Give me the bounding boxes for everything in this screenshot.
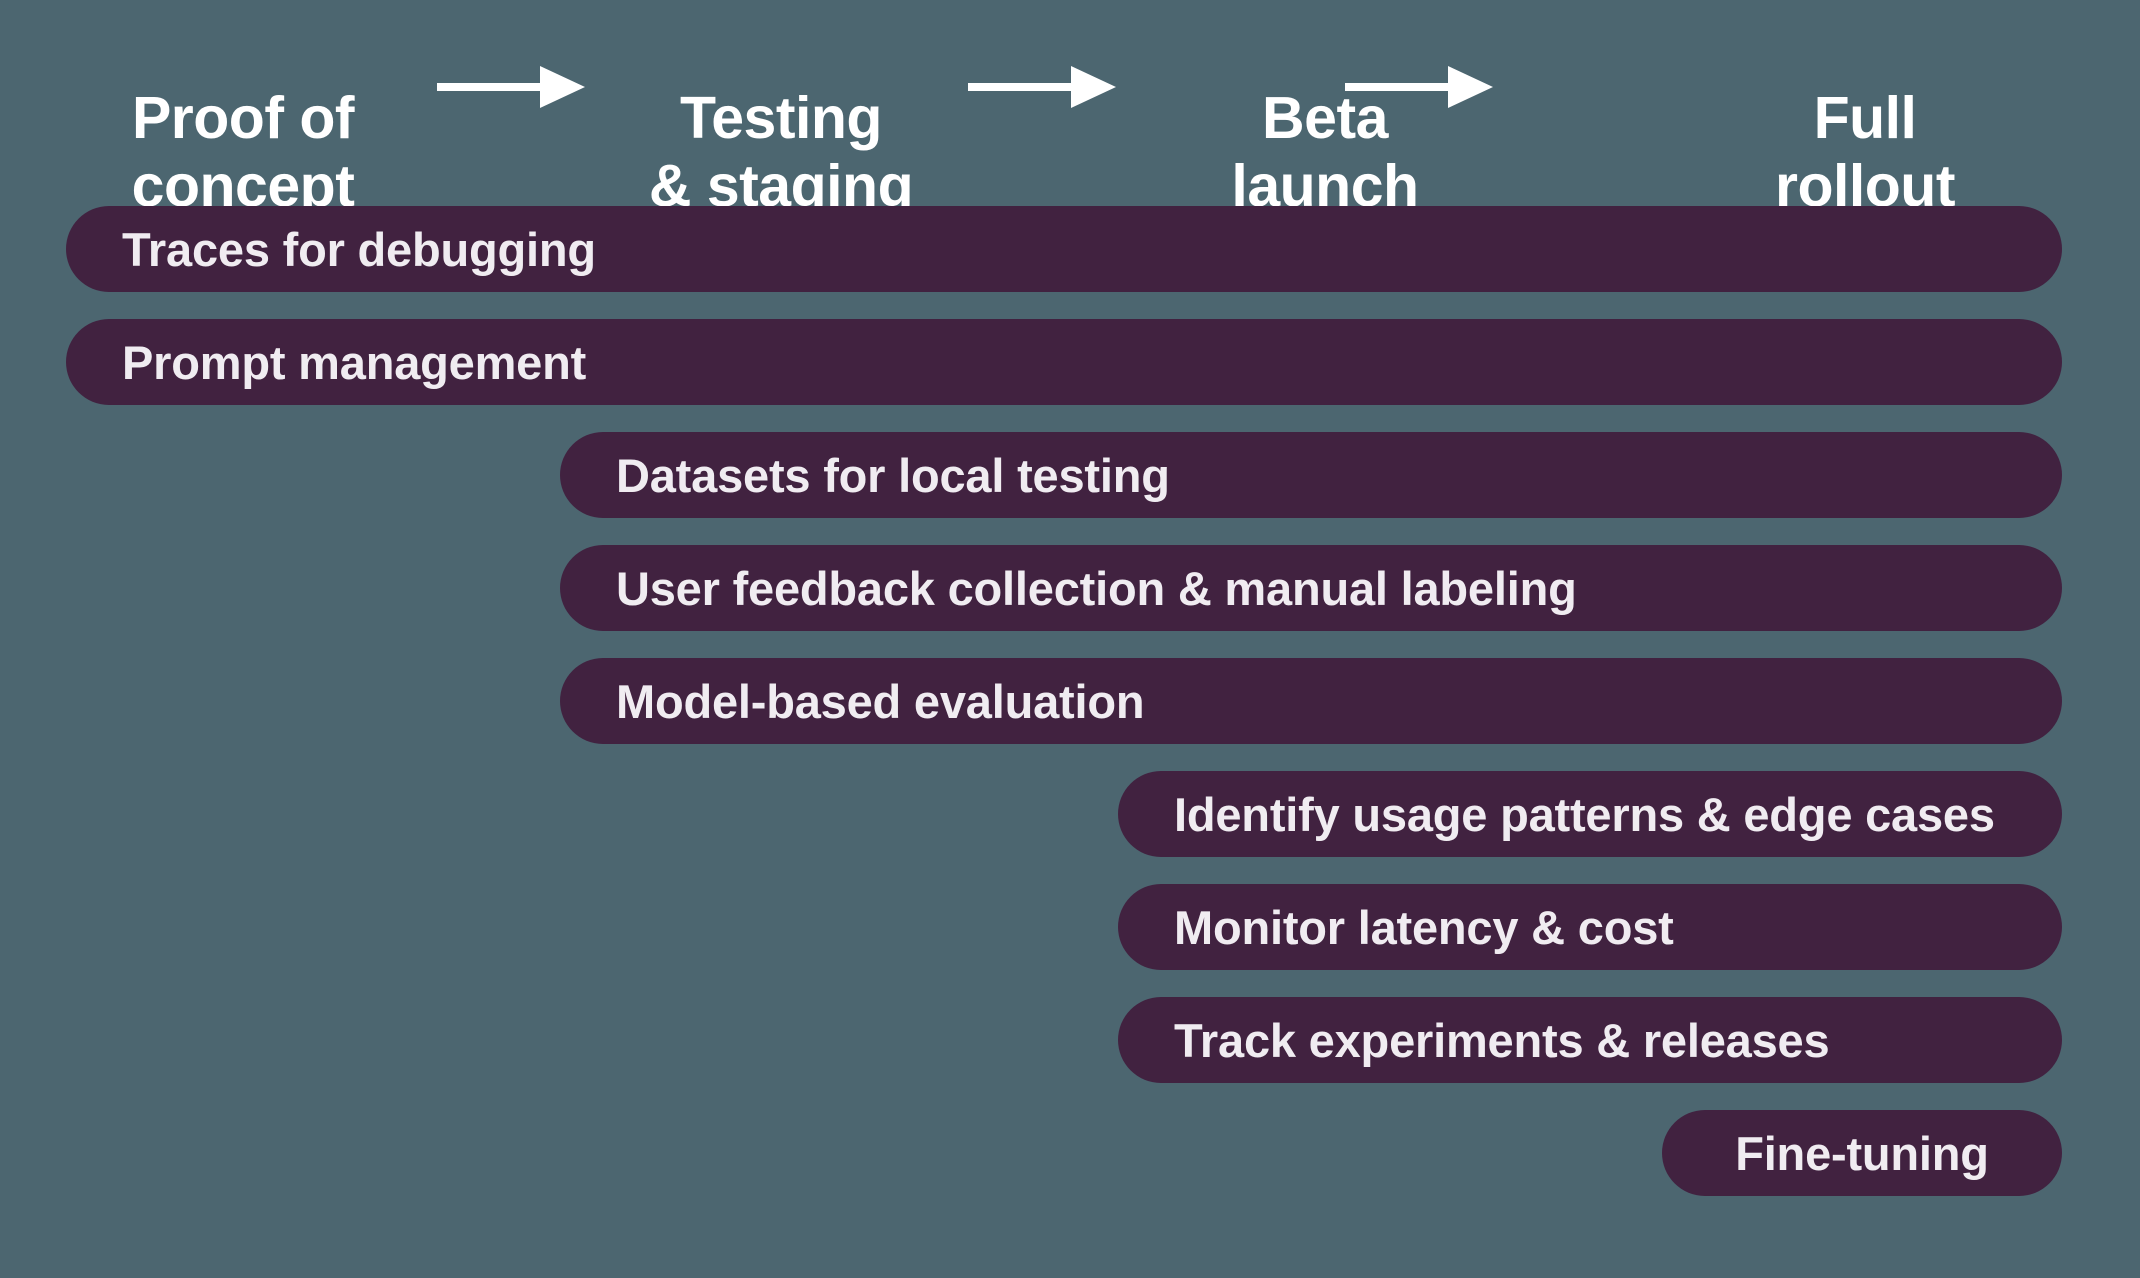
arrow-right-icon-3 <box>1345 64 1493 110</box>
capability-bar-model-based-evaluation[interactable]: Model-based evaluation <box>560 658 2062 744</box>
arrow-right-icon-1 <box>437 64 585 110</box>
capability-bar-track-experiments-releases[interactable]: Track experiments & releases <box>1118 997 2062 1083</box>
capability-bar-monitor-latency-cost[interactable]: Monitor latency & cost <box>1118 884 2062 970</box>
capability-bar-identify-usage-patterns-edge-cases[interactable]: Identify usage patterns & edge cases <box>1118 771 2062 857</box>
stage-header-testing-staging: Testing & staging <box>551 16 1011 220</box>
capability-bar-label: Fine-tuning <box>1735 1126 1989 1180</box>
capability-bar-label: Prompt management <box>122 335 587 389</box>
capability-bar-datasets-for-local-testing[interactable]: Datasets for local testing <box>560 432 2062 518</box>
capability-bar-label: User feedback collection & manual labeli… <box>616 561 1577 615</box>
stage-header-full-rollout: Full rollout <box>1635 16 2095 220</box>
capability-bar-label: Datasets for local testing <box>616 448 1170 502</box>
stage-header-proof-of-concept: Proof of concept <box>13 16 473 220</box>
capability-bar-traces-for-debugging[interactable]: Traces for debugging <box>66 206 2062 292</box>
capability-bar-prompt-management[interactable]: Prompt management <box>66 319 2062 405</box>
capability-bar-label: Identify usage patterns & edge cases <box>1174 787 1995 841</box>
capability-bar-label: Track experiments & releases <box>1174 1013 1830 1067</box>
capability-bar-fine-tuning[interactable]: Fine-tuning <box>1662 1110 2062 1196</box>
capability-bar-label: Monitor latency & cost <box>1174 900 1674 954</box>
capability-bar-label: Traces for debugging <box>122 222 596 276</box>
stage-header-label: Testing & staging <box>648 85 914 219</box>
capability-bar-user-feedback-collection-manual-labeling[interactable]: User feedback collection & manual labeli… <box>560 545 2062 631</box>
stage-header-beta-launch: Beta launch <box>1095 16 1555 220</box>
arrow-right-icon-2 <box>968 64 1116 110</box>
stage-header-label: Full rollout <box>1774 85 1956 219</box>
stage-header-label: Proof of concept <box>131 85 355 219</box>
capability-bar-label: Model-based evaluation <box>616 674 1145 728</box>
